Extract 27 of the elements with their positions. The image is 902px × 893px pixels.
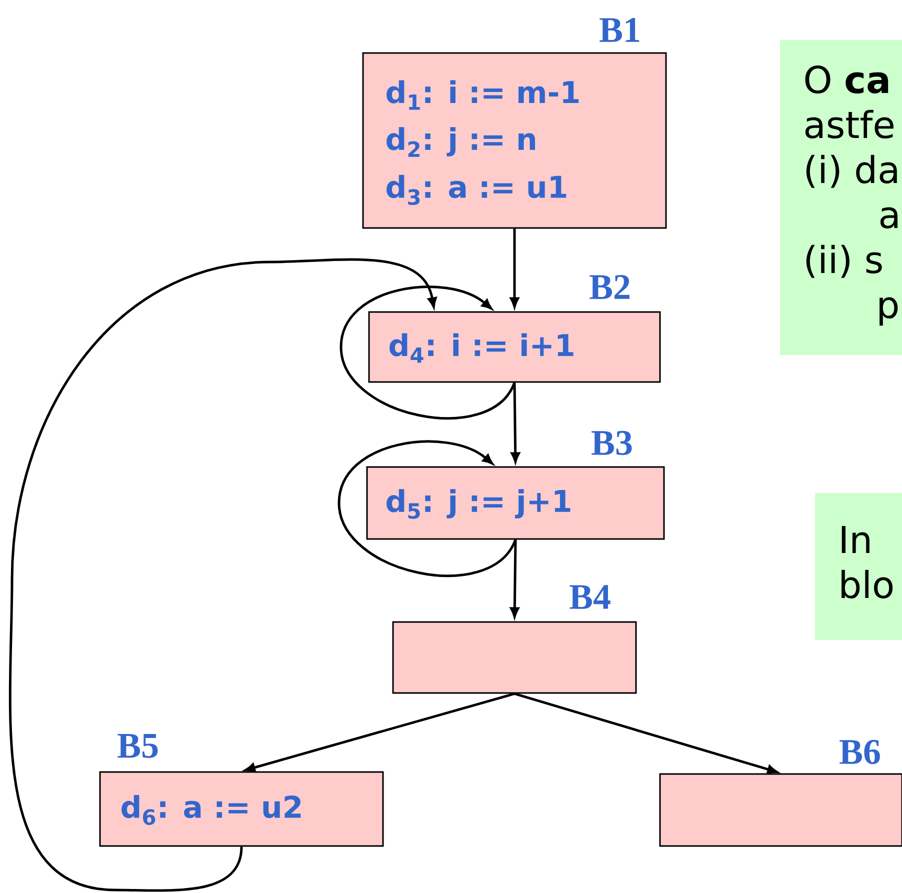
code-line: d$_{6}$: a := u2 — [122, 794, 301, 826]
block-label: B1 — [600, 18, 640, 42]
code-line: d$_{4}$: i := i+1 — [390, 333, 574, 363]
arrow — [340, 286, 516, 420]
arrow — [510, 540, 520, 618]
arrow — [510, 228, 520, 308]
note-text: blo — [842, 570, 893, 598]
code-line: d$_{1}$: i := m-1 — [386, 80, 579, 110]
code-line: d$_{2}$: j := n — [386, 127, 536, 157]
block-label: B5 — [118, 734, 158, 758]
arrow — [514, 692, 778, 774]
arrow — [8, 258, 437, 892]
note-text: (i) da — [806, 154, 897, 188]
note-text: a — [880, 207, 898, 228]
note-text: astfe — [805, 110, 894, 138]
code-line: d$_{3}$: a := u1 — [386, 174, 566, 206]
block-label: B6 — [840, 740, 880, 764]
block-label: B2 — [590, 275, 630, 299]
note-text: p — [880, 297, 898, 326]
arrow — [510, 382, 520, 463]
note-text: O ca — [805, 66, 888, 94]
code-line: d$_{5}$: j := j+1 — [386, 489, 570, 519]
arrow — [338, 440, 517, 577]
block-label: B3 — [592, 430, 632, 456]
note-text: (ii) s — [806, 244, 882, 278]
block-label: B4 — [570, 585, 610, 609]
note-text: In — [842, 526, 870, 553]
